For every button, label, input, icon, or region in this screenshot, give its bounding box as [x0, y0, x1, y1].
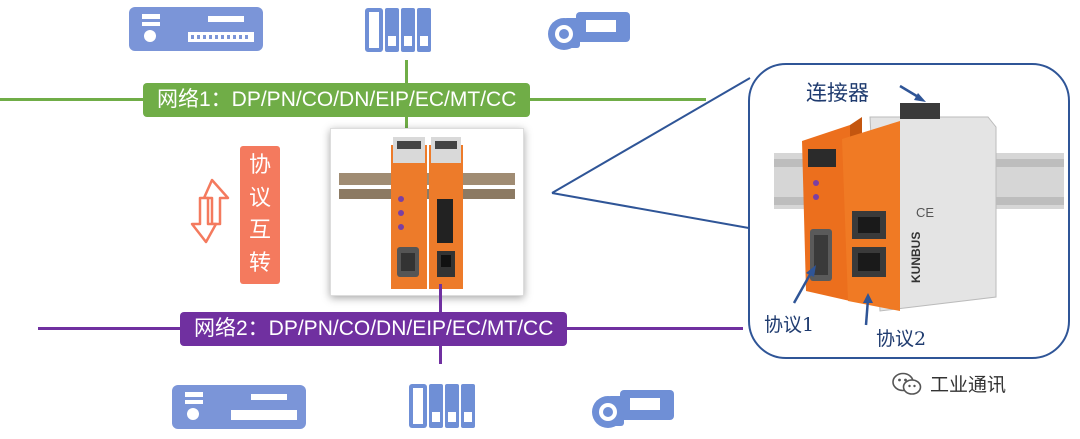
device-detail-callout: KUNBUS CE: [748, 63, 1070, 359]
watermark-text: 工业通讯: [930, 374, 1007, 396]
protocol1-arrow: [792, 265, 816, 304]
plc-controller-icon: [172, 385, 306, 429]
ce-mark: CE: [916, 205, 934, 220]
bidirectional-arrow-icon: [190, 178, 230, 244]
network2-label: 网络2：DP/PN/CO/DN/EIP/EC/MT/CC: [180, 312, 568, 346]
protocol2-arrow: [863, 293, 873, 326]
io-module-icon: [409, 384, 475, 428]
camera-icon: [592, 390, 674, 428]
callout-pointer: [551, 77, 761, 231]
wechat-icon: [892, 372, 922, 395]
protocol2-label: 协议2: [876, 328, 927, 350]
brand-text: KUNBUS: [909, 232, 923, 283]
watermark: 工业通讯: [892, 370, 1006, 397]
conversion-char: 互: [248, 218, 271, 244]
conversion-char: 协: [248, 153, 271, 179]
connector-label: 连接器: [806, 81, 869, 105]
conversion-char: 议: [248, 185, 271, 211]
protocol1-label: 协议1: [764, 314, 815, 336]
plc-controller-icon: [129, 7, 263, 51]
gateway-device-image: [330, 128, 524, 296]
camera-icon: [548, 12, 630, 50]
network1-label: 网络1：DP/PN/CO/DN/EIP/EC/MT/CC: [143, 83, 531, 117]
io-module-icon: [365, 8, 431, 52]
conversion-char: 转: [248, 250, 271, 276]
protocol-conversion-badge: 协 议 互 转: [240, 146, 280, 284]
zoomed-gateway-image: KUNBUS CE: [774, 103, 1064, 312]
connector-arrow: [899, 84, 926, 102]
